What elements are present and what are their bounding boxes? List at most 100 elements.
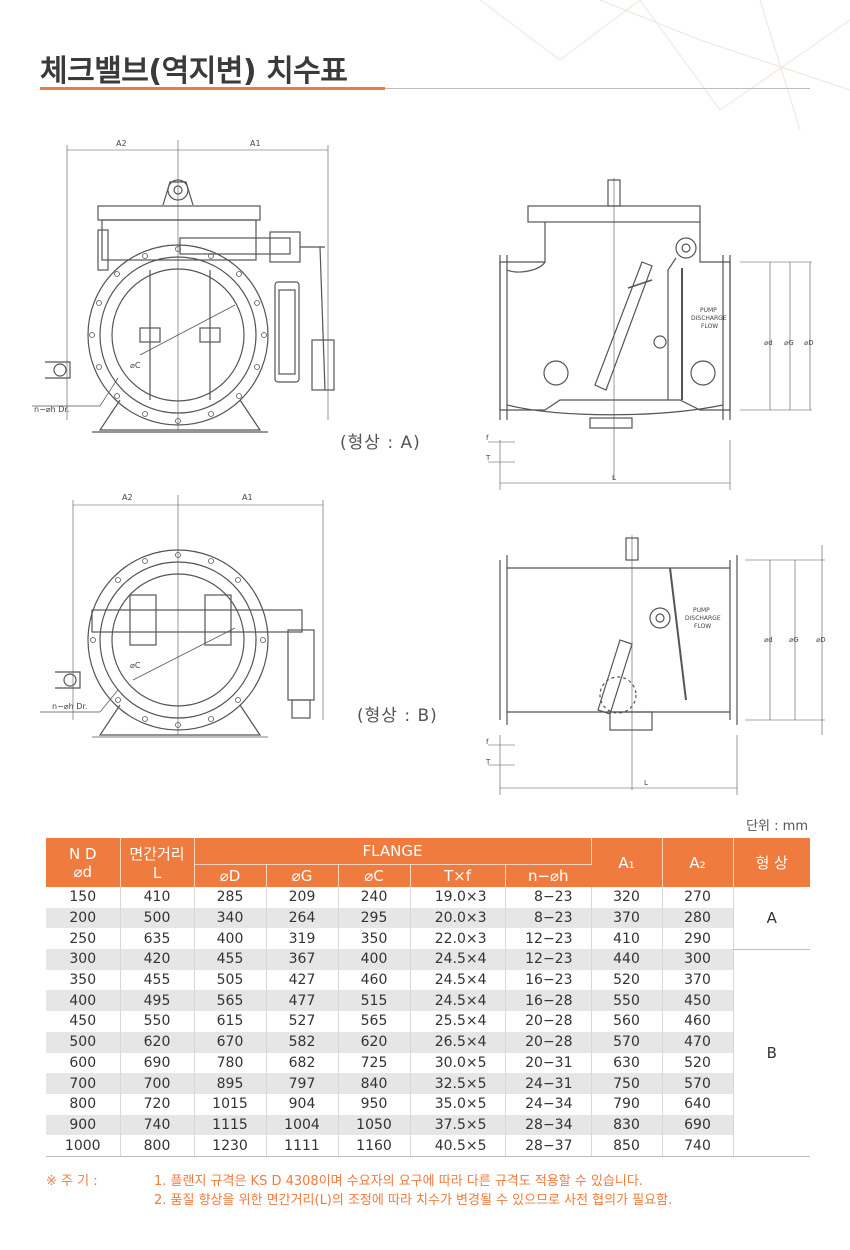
table-cell: 440 bbox=[591, 949, 663, 970]
header-a1: A₁ bbox=[591, 838, 663, 887]
table-cell: 455 bbox=[120, 969, 195, 991]
notes: ※ 주 기 : 1. 플랜지 규격은 KS D 4308이며 수요자의 요구에 … bbox=[46, 1172, 672, 1210]
table-cell: 550 bbox=[120, 1011, 195, 1032]
dim-label-f-b: f bbox=[486, 738, 489, 746]
table-cell: 700 bbox=[120, 1073, 195, 1094]
shape-a-caption: (형상 : A) bbox=[340, 433, 421, 453]
table-cell: 367 bbox=[266, 949, 339, 970]
table-cell: 20−31 bbox=[505, 1052, 592, 1074]
background-decoration bbox=[479, 0, 850, 131]
table-cell: 370 bbox=[662, 969, 734, 991]
header-length-line2: L bbox=[152, 864, 162, 882]
header-oc: ⌀C bbox=[338, 864, 411, 887]
dim-label-og-b: ⌀G bbox=[789, 636, 799, 644]
table-cell: 1111 bbox=[266, 1135, 339, 1157]
dimension-table: N D ⌀d 면간거리 L FLANGE A₁ A₂ 형 상 ⌀D ⌀G ⌀C … bbox=[46, 838, 810, 1157]
table-cell: 12−23 bbox=[505, 928, 592, 950]
table-cell: 20−28 bbox=[505, 1031, 592, 1053]
table-cell: 250 bbox=[46, 928, 121, 950]
table-cell: 40.5×5 bbox=[410, 1135, 506, 1157]
table-cell: 19.0×3 bbox=[410, 887, 506, 908]
flow-label-b-3: FLOW bbox=[694, 623, 711, 630]
table-cell: 320 bbox=[591, 887, 663, 908]
table-cell: 24.5×4 bbox=[410, 969, 506, 991]
shape-b-caption: (형상 : B) bbox=[357, 706, 438, 726]
table-cell: 470 bbox=[662, 1031, 734, 1053]
dim-label-l: L bbox=[612, 474, 616, 482]
table-cell: 410 bbox=[120, 887, 195, 908]
table-cell: 25.5×4 bbox=[410, 1011, 506, 1032]
note-1: 1. 플랜지 규격은 KS D 4308이며 수요자의 요구에 따라 다른 규격… bbox=[154, 1174, 643, 1189]
table-cell: 20−28 bbox=[505, 1011, 592, 1032]
header-length: 면간거리 L bbox=[120, 838, 195, 887]
dim-label-od: ⌀d bbox=[764, 339, 773, 347]
table-cell: 950 bbox=[338, 1093, 411, 1115]
table-cell: 600 bbox=[46, 1052, 121, 1074]
table-cell: 8−23 bbox=[505, 887, 592, 908]
table-cell: 740 bbox=[120, 1114, 195, 1136]
table-cell: 264 bbox=[266, 907, 339, 929]
header-txf: T×f bbox=[410, 864, 506, 887]
dim-label-a1-b: A1 bbox=[242, 493, 253, 502]
unit-label: 단위 : mm bbox=[746, 819, 808, 834]
table-cell: 1000 bbox=[46, 1135, 121, 1157]
table-cell: 37.5×5 bbox=[410, 1114, 506, 1136]
table-cell: 8−23 bbox=[505, 907, 592, 929]
dim-label-a2: A2 bbox=[116, 139, 127, 148]
table-cell: 520 bbox=[591, 969, 663, 991]
table-cell: 750 bbox=[591, 1073, 663, 1094]
flow-label-2: DISCHARGE bbox=[691, 315, 727, 322]
table-cell: 582 bbox=[266, 1031, 339, 1053]
title-accent-bar bbox=[40, 87, 385, 90]
table-cell: 30.0×5 bbox=[410, 1052, 506, 1074]
table-cell: 1115 bbox=[194, 1114, 267, 1136]
table-cell: 240 bbox=[338, 887, 411, 908]
table-cell: 300 bbox=[662, 949, 734, 970]
table-cell: 850 bbox=[591, 1135, 663, 1157]
table-cell: 22.0×3 bbox=[410, 928, 506, 950]
dim-label-od-b: ⌀d bbox=[764, 636, 773, 644]
flow-label-3: FLOW bbox=[701, 323, 718, 330]
table-cell: 28−34 bbox=[505, 1114, 592, 1136]
table-cell: 200 bbox=[46, 907, 121, 929]
dim-label-nh-b: n−⌀h Dr. bbox=[52, 702, 87, 711]
table-cell: 24−34 bbox=[505, 1093, 592, 1115]
table-cell: 24−31 bbox=[505, 1073, 592, 1094]
table-cell: 16−28 bbox=[505, 990, 592, 1012]
table-cell: 690 bbox=[120, 1052, 195, 1074]
table-cell: 209 bbox=[266, 887, 339, 908]
table-cell: 28−37 bbox=[505, 1135, 592, 1157]
table-cell: 565 bbox=[338, 1011, 411, 1032]
header-flange: FLANGE bbox=[194, 838, 592, 865]
table-cell: 460 bbox=[338, 969, 411, 991]
table-cell: 285 bbox=[194, 887, 267, 908]
table-cell: 500 bbox=[46, 1031, 121, 1053]
table-cell: 570 bbox=[591, 1031, 663, 1053]
dim-label-f: f bbox=[486, 434, 489, 442]
table-cell: 427 bbox=[266, 969, 339, 991]
header-length-line1: 면간거리 bbox=[129, 845, 185, 863]
dim-label-og: ⌀G bbox=[784, 339, 794, 347]
table-cell: 570 bbox=[662, 1073, 734, 1094]
header-a2: A₂ bbox=[662, 838, 734, 887]
table-cell: 670 bbox=[194, 1031, 267, 1053]
table-cell: 400 bbox=[46, 990, 121, 1012]
table-cell: 295 bbox=[338, 907, 411, 929]
table-cell: 400 bbox=[194, 928, 267, 950]
valve-drawings: A2 A1 ⌀C n−⌀h Dr. PUMP DISCHARGE FLOW ⌀d… bbox=[32, 139, 826, 795]
table-cell: 270 bbox=[662, 887, 734, 908]
shape-cell-a: A bbox=[733, 887, 810, 950]
table-cell: 455 bbox=[194, 949, 267, 970]
table-cell: 1230 bbox=[194, 1135, 267, 1157]
table-cell: 830 bbox=[591, 1114, 663, 1136]
dim-label-a2-b: A2 bbox=[122, 493, 133, 502]
flow-label-1: PUMP bbox=[700, 307, 717, 314]
table-cell: 16−23 bbox=[505, 969, 592, 991]
table-cell: 550 bbox=[591, 990, 663, 1012]
table-cell: 740 bbox=[662, 1135, 734, 1157]
